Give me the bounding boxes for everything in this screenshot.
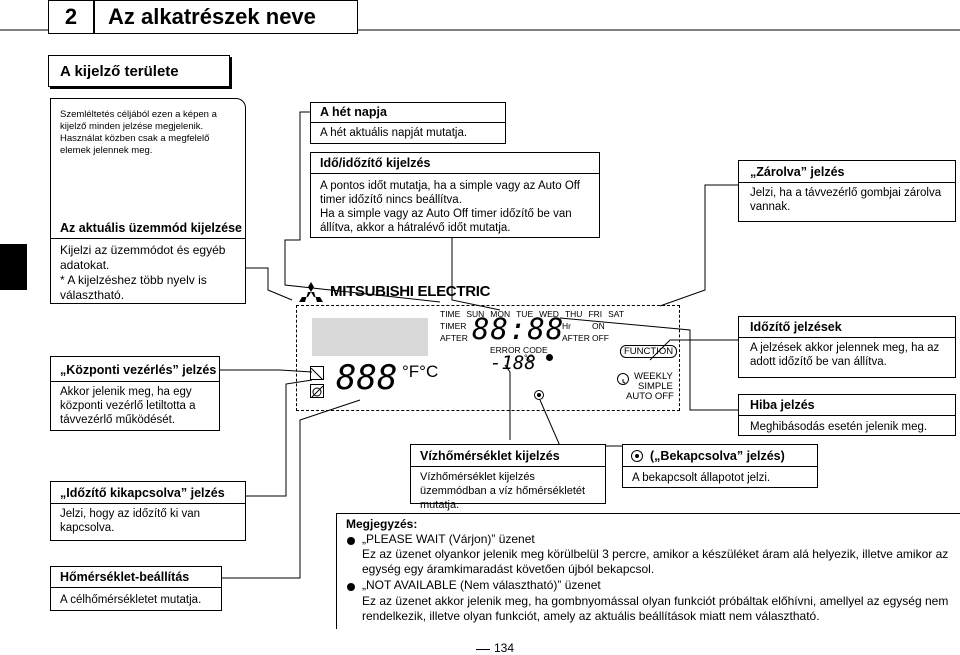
clock-title: Idő/időzítő kijelzés (320, 156, 431, 170)
clock-body-1: A pontos időt mutatja, ha a simple vagy … (320, 180, 580, 206)
on-label: ON (592, 321, 605, 331)
simple-label: SIMPLE (638, 381, 673, 392)
divider (410, 466, 606, 467)
temp-unit: °F°C (402, 362, 439, 381)
day-fri: FRI (588, 309, 603, 319)
divider (622, 466, 818, 467)
function-label: FUNCTION (620, 345, 678, 358)
note-1-body: Ez az üzenet olyankor jelenik meg körülb… (362, 547, 949, 576)
day-tue: TUE (516, 309, 534, 319)
timer-off-body: Jelzi, hogy az időzítő ki van kapcsolva. (60, 508, 200, 534)
timer-ind-title: Időzítő jelzések (750, 320, 842, 334)
section-title-box (48, 55, 230, 87)
day-thu: THU (564, 309, 583, 319)
clock-icon (617, 373, 629, 385)
weekday-callout (310, 102, 506, 144)
lock-body: Jelzi, ha a távvezérlő gombjai zárolva v… (750, 187, 942, 213)
bullet-icon (347, 583, 355, 591)
day-sun: SUN (466, 309, 485, 319)
on-ind-title: („Bekapcsolva” jelzés) (650, 449, 785, 463)
weekday-title: A hét napja (320, 105, 387, 119)
divider (738, 415, 956, 416)
display-frame (296, 305, 680, 411)
mode-body-1: Kijelzi az üzemmódot és egyéb adatokat. (60, 243, 226, 272)
timer-ind-body: A jelzések akkor jelennek meg, ha az ado… (750, 342, 940, 368)
water-temp-title: Vízhőmérséklet kijelzés (420, 449, 560, 463)
central-callout (50, 356, 220, 431)
after-right-label: AFTER (562, 333, 590, 343)
divider (50, 503, 246, 504)
message-area (312, 318, 428, 356)
mode-body-2: * A kijelzéshez több nyelv is választhat… (60, 273, 207, 302)
day-sat: SAT (608, 309, 625, 319)
central-control-icon (310, 366, 324, 381)
timer-label: TIMER (440, 321, 467, 331)
day-mon: MON (490, 309, 511, 319)
weekly-label: WEEKLY (634, 371, 673, 382)
day-wed: WED (539, 309, 559, 319)
timer-off-callout (50, 481, 246, 541)
divider (50, 381, 220, 382)
error-code-label: ERROR CODE (490, 345, 548, 355)
weekday-body: A hét aktuális napját mutatja. (320, 127, 468, 139)
clock-callout (310, 152, 600, 238)
section-title: A kijelző területe (60, 63, 179, 80)
notes-heading: Megjegyzés: (346, 517, 418, 531)
water-unit: °C (524, 353, 535, 363)
intro-note: Szemléltetés céljából ezen a képen a kij… (60, 109, 217, 156)
day-row: TIME SUN MON TUE WED THU FRI SAT (440, 309, 624, 319)
central-title: „Központi vezérlés” jelzés (60, 363, 217, 377)
lock-callout (738, 160, 956, 222)
chapter-number-box (48, 0, 94, 34)
temp-set-body: A célhőmérsékletet mutatja. (60, 594, 202, 606)
intro-callout (50, 98, 246, 304)
chapter-number: 2 (64, 4, 78, 29)
page-number-dash (476, 649, 490, 650)
brand-name: MITSUBISHI ELECTRIC (330, 283, 491, 300)
after-left-label: AFTER (440, 333, 468, 343)
temp-set-callout (50, 566, 222, 611)
off-label: OFF (592, 333, 609, 343)
divider (310, 173, 600, 174)
timer-ind-callout (738, 316, 956, 378)
timer-off-icon (310, 384, 324, 399)
mitsubishi-logo-icon (298, 282, 324, 302)
notes-box (336, 513, 960, 629)
auto-off-label: AUTO OFF (626, 391, 674, 402)
divider (738, 337, 956, 338)
day-time: TIME (440, 309, 461, 319)
divider (310, 122, 506, 123)
page-number: 134 (494, 641, 515, 655)
note-2-title: „NOT AVAILABLE (Nem választható)” üzenet (362, 578, 601, 592)
temp-digits: 888 (336, 358, 398, 398)
hr-label: Hr (562, 321, 571, 331)
clock-body-2: Ha a simple vagy az Auto Off timer időzí… (320, 208, 572, 234)
water-temp-body: Vízhőmérséklet kijelzés üzemmódban a víz… (420, 471, 586, 511)
bullet-icon (347, 537, 355, 545)
mode-title: Az aktuális üzemmód kijelzése (60, 221, 243, 235)
note-2-body: Ez az üzenet akkor jelenik meg, ha gombn… (362, 594, 949, 623)
on-ind-icon (631, 450, 643, 462)
side-tab (0, 244, 27, 290)
clock-digits: 88:88 (472, 312, 565, 346)
central-body: Akkor jelenik meg, ha egy központi vezér… (60, 386, 196, 426)
error-body: Meghibásodás esetén jelenik meg. (750, 421, 928, 433)
divider (738, 182, 956, 183)
power-on-dot-icon (534, 390, 544, 400)
lock-title: „Zárolva” jelzés (750, 165, 845, 179)
temp-set-title: Hőmérséklet-beállítás (60, 570, 190, 584)
water-digits: -188 (490, 352, 536, 374)
note-1-title: „PLEASE WAIT (Várjon)” üzenet (362, 532, 535, 546)
timer-off-title: „Időzítő kikapcsolva” jelzés (60, 486, 225, 500)
chapter-title: Az alkatrészek neve (108, 4, 316, 29)
divider (50, 238, 246, 239)
chapter-title-box (94, 0, 358, 34)
error-title: Hiba jelzés (750, 398, 815, 412)
error-lamp-icon (546, 354, 553, 361)
divider (50, 587, 222, 588)
on-ind-body: A bekapcsolt állapotot jelzi. (632, 472, 771, 484)
water-temp-callout (410, 444, 606, 504)
